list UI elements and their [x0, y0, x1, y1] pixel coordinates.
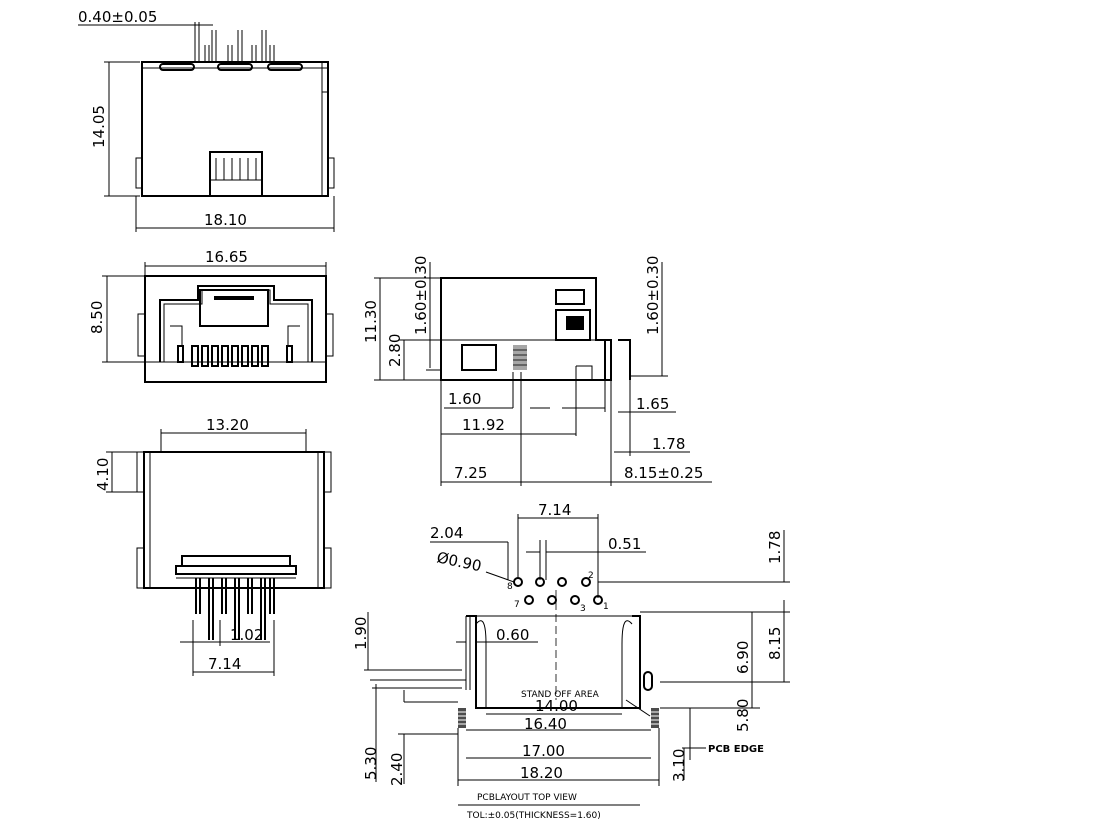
dim-width: 18.10	[204, 211, 247, 229]
dim-row-offset: 1.78	[766, 531, 784, 564]
dim-pcb-pin-pitch: 0.51	[608, 535, 641, 553]
dim-body-len: 11.92	[462, 416, 505, 434]
dim-post-offset: 1.60	[448, 390, 481, 408]
pin-label-7: 7	[514, 600, 520, 610]
pcb-layout: 7.14 2.04 0.51 Ø0.90 8 7 3 2 1 1.78	[352, 501, 790, 821]
top-view: 0.40±0.05	[78, 8, 335, 232]
dim-530: 5.30	[362, 747, 380, 780]
bottom-view: 13.20 4.10 1.02 7.1	[94, 416, 332, 676]
front-view: 16.65 8.50	[88, 248, 334, 383]
dim-tab-left: 1.60±0.30	[412, 256, 430, 335]
side-view: 11.30 2.80 1.60±0.30 1.60±0.30 1.60 1.65…	[362, 256, 712, 486]
dim-1700: 17.00	[522, 742, 565, 760]
pcb-caption: PCBLAYOUT TOP VIEW	[477, 793, 577, 803]
pin-label-1: 1	[603, 602, 609, 612]
dim-side-height: 11.30	[362, 300, 380, 343]
dim-pin-width: 0.40±0.05	[78, 8, 157, 26]
dim-hole-dia: Ø0.90	[435, 548, 483, 575]
dim-tab-right: 1.60±0.30	[644, 256, 662, 335]
dim-pin-offset: 2.04	[430, 524, 463, 542]
dim-bottom-width: 13.20	[206, 416, 249, 434]
dim-190: 1.90	[352, 617, 370, 650]
dim-1820: 18.20	[520, 764, 563, 782]
dim-offset-a: 2.80	[386, 334, 404, 367]
dim-pin-pitch: 1.02	[230, 626, 263, 644]
dim-690: 6.90	[734, 641, 752, 674]
pcb-tolerance: TOL:±0.05(THICKNESS=1.60)	[466, 811, 601, 821]
pin-label-8: 8	[507, 582, 513, 592]
dim-pin-span: 7.14	[208, 655, 241, 673]
dim-pin-row-span: 7.14	[538, 501, 571, 519]
dim-rear-len: 8.15±0.25	[624, 464, 703, 482]
pcb-edge-label: PCB EDGE	[708, 744, 764, 755]
dim-height: 8.50	[88, 301, 106, 334]
dim-240: 2.40	[388, 753, 406, 786]
dim-580: 5.80	[734, 699, 752, 732]
dim-depth: 14.05	[90, 105, 108, 148]
pin-label-2: 2	[588, 571, 594, 581]
stand-off-label: STAND OFF AREA	[521, 690, 600, 700]
dim-tail: 1.78	[652, 435, 685, 453]
dim-060: 0.60	[496, 626, 529, 644]
dim-1400: 14.00	[535, 697, 578, 715]
pin-label-3: 3	[580, 604, 586, 614]
dim-body-width: 16.65	[205, 248, 248, 266]
dim-front-len: 7.25	[454, 464, 487, 482]
dim-310: 3.10	[670, 749, 688, 782]
dim-lead-offset: 1.65	[636, 395, 669, 413]
dim-815: 8.15	[766, 627, 784, 660]
dim-bottom-height: 4.10	[94, 458, 112, 491]
dim-1640: 16.40	[524, 715, 567, 733]
